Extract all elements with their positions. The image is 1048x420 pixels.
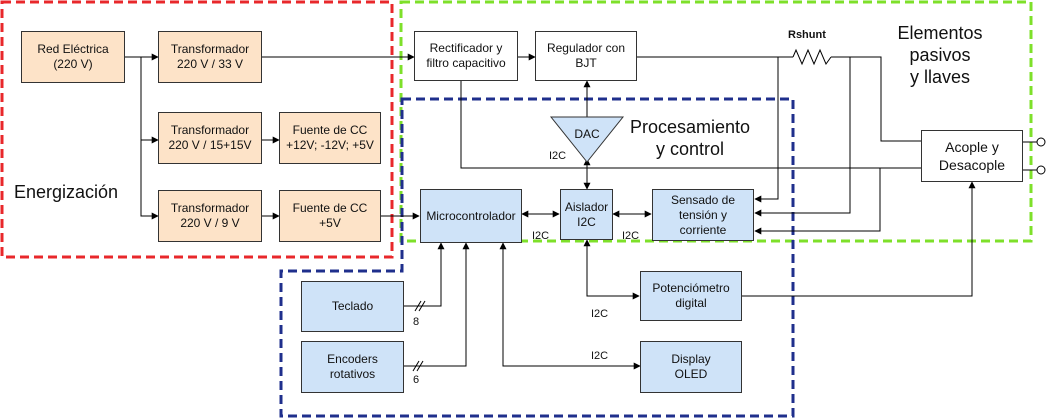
label-i2c-sensado: I2C (622, 230, 640, 242)
region-title-procesamiento: Procesamiento y control (629, 117, 751, 159)
wire-rshunt-acople (831, 56, 921, 142)
label-i2c-pot: I2C (591, 308, 609, 320)
block-transformador-9v: Transformador 220 V / 9 V (158, 190, 262, 242)
block-encoders: Encoders rotativos (301, 341, 404, 393)
wire-red-transf15 (140, 57, 159, 144)
wire-sense-1 (754, 57, 779, 203)
block-rectificador: Rectificador y filtro capacitivo (414, 31, 518, 81)
block-fuente-cc-5v: Fuente de CC +5V (279, 190, 381, 242)
block-fuente-cc-12v: Fuente de CC +12V; -12V; +5V (279, 112, 381, 164)
wire-sense-2 (754, 57, 851, 217)
block-transformador-15v: Transformador 220 V / 15+15V (158, 112, 262, 164)
terminal-out-1 (1036, 137, 1046, 147)
wire-micro-display (499, 242, 641, 370)
region-title-energizacion: Energización (14, 182, 119, 202)
wire-sense-3 (754, 168, 881, 235)
wire-teclado-micro (404, 242, 445, 307)
block-potenciometro: Potenciómetro digital (640, 271, 742, 321)
rshunt-resistor (792, 48, 832, 66)
wire-rect-return (460, 80, 921, 169)
block-transformador-33v: Transformador 220 V / 33 V (158, 31, 262, 83)
label-rshunt: Rshunt (788, 29, 826, 41)
block-acople: Acople y Desacople (921, 130, 1023, 182)
label-bus-encoders: 6 (413, 374, 420, 386)
label-bus-teclado: 8 (413, 316, 420, 328)
region-title-elementos: Elementos pasivos y llaves (897, 23, 983, 87)
block-display-oled: Display OLED (640, 341, 742, 393)
block-teclado: Teclado (301, 281, 404, 332)
label-i2c-display: I2C (591, 350, 609, 362)
bus-slash-teclado-2 (418, 300, 426, 312)
bus-slash-encoders-2 (416, 360, 424, 372)
block-regulador: Regulador con BJT (535, 31, 637, 81)
block-microcontrolador: Microcontrolador (420, 189, 522, 243)
bus-slash-teclado (414, 300, 422, 312)
block-aislador-i2c: Aislador I2C (560, 189, 613, 240)
region-elementos-border (399, 0, 1033, 243)
terminal-out-2 (1036, 165, 1046, 175)
label-i2c-micro: I2C (532, 230, 550, 242)
bus-slash-encoders (412, 360, 420, 372)
block-red-electrica: Red Eléctrica (220 V) (21, 31, 125, 83)
wire-pot-acople (742, 181, 976, 297)
region-procesamiento-border (279, 97, 795, 418)
block-dac-label: DAC (574, 127, 600, 141)
wire-aislador-pot (583, 239, 640, 300)
wire-red-transf9 (140, 140, 159, 220)
region-energizacion-border (0, 0, 394, 259)
label-i2c-dac: I2C (549, 150, 567, 162)
dac-triangle (549, 116, 625, 163)
wire-encoders-micro (404, 242, 470, 367)
block-sensado: Sensado de tensión y corriente (652, 189, 754, 241)
